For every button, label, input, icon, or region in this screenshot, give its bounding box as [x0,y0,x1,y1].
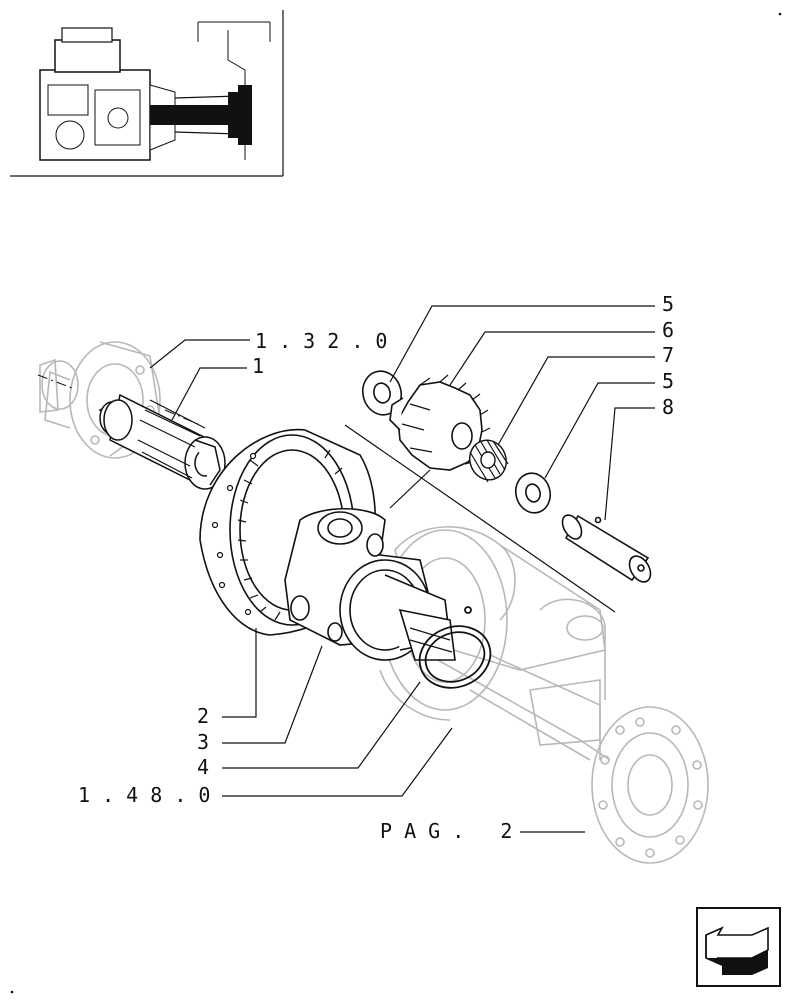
part-5-thrust-washer-upper [361,370,403,416]
part-6-planet-gear [389,374,491,471]
part-1-pinion-shaft [98,393,226,490]
callout-7: 7 [662,343,674,367]
callout-2: 2 [197,704,209,728]
group-separator [344,424,616,613]
part-5-thrust-washer-lower [514,472,552,514]
callout-3: 3 [197,730,209,754]
callout-5-top: 5 [662,292,674,316]
callout-4: 4 [197,755,209,779]
page-mark [778,12,782,16]
callout-1-48-0: 1 . 4 8 . 0 [78,783,210,807]
part-8-planet-pin [561,514,652,583]
tractor-locator-icon [10,10,284,177]
part-7-needle-bearing [469,439,509,483]
callout-1-32-0: 1 . 3 2 . 0 [255,329,387,353]
next-page-arrow-icon[interactable] [696,907,781,987]
callout-8: 8 [662,395,674,419]
page-mark [10,990,14,994]
callout-1: 1 [252,354,264,378]
axle-housing-ghost [379,526,709,864]
leader-lines [149,305,655,833]
part-3-planet-carrier [284,507,456,661]
callout-5-mid: 5 [662,369,674,393]
callout-6: 6 [662,318,674,342]
callout-pag-2: P A G . 2 [380,819,512,843]
part-4-circlip [418,606,492,689]
